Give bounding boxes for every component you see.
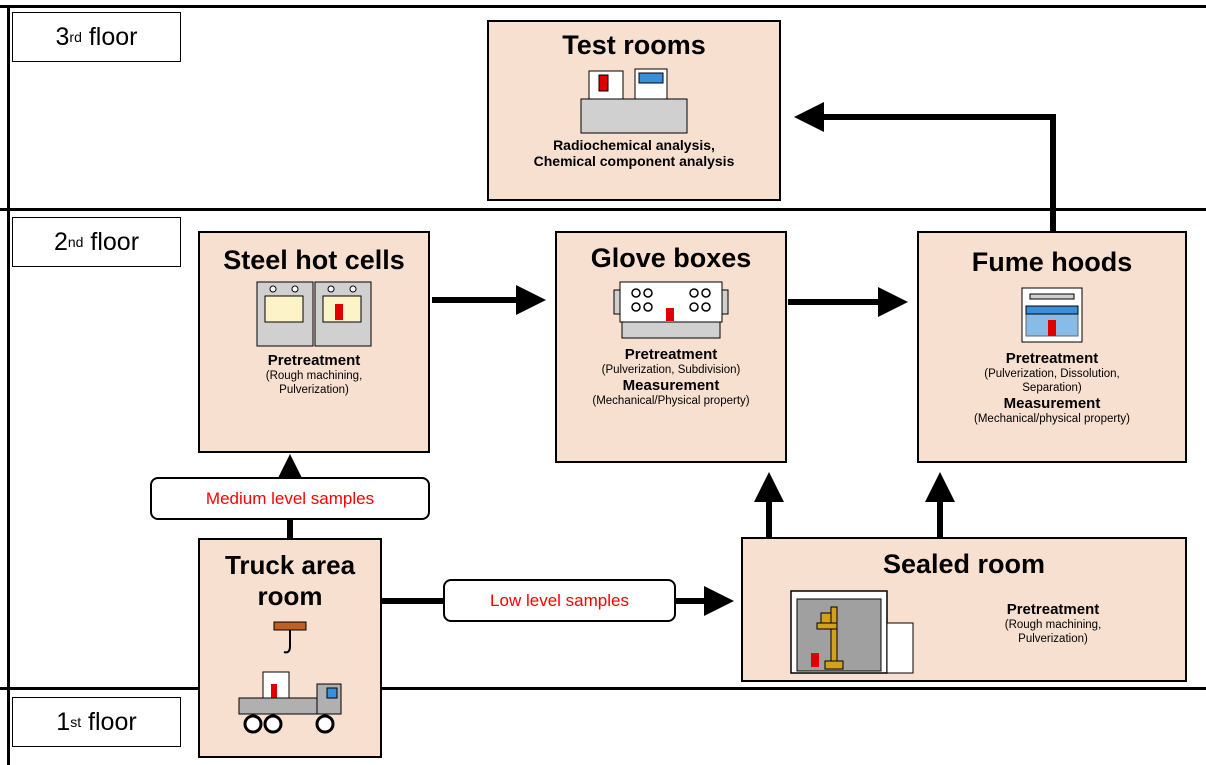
room-test-rooms: Test rooms Radiochemical analysis, Chemi… xyxy=(487,20,781,201)
room-title: Steel hot cells xyxy=(223,245,405,275)
sealed-room-heading: Pretreatment xyxy=(1006,601,1100,618)
room-title: Fume hoods xyxy=(971,247,1133,277)
fume-hoods-detail-2: Separation) xyxy=(1022,382,1082,394)
fume-hoods-heading-1: Pretreatment xyxy=(1005,350,1099,367)
floor-divider-3-2 xyxy=(0,208,1206,211)
test-rooms-line-1: Radiochemical analysis, xyxy=(553,137,715,153)
room-title: Glove boxes xyxy=(590,243,752,273)
lab-analyzer-icon xyxy=(580,68,688,134)
fume-hood-icon xyxy=(1021,287,1083,343)
crane-hook-icon xyxy=(273,621,307,654)
arrow-fumehoods-to-testrooms xyxy=(794,102,1056,232)
glove-boxes-detail-2: (Mechanical/Physical property) xyxy=(592,395,750,407)
low-level-samples-label: Low level samples xyxy=(443,579,676,622)
hot-cells-detail-2: Pulverization) xyxy=(279,384,349,396)
floor-number: 1 xyxy=(56,707,71,736)
floor-word: floor xyxy=(88,707,137,736)
test-rooms-line-2: Chemical component analysis xyxy=(533,153,735,169)
fume-hoods-detail-3: (Mechanical/physical property) xyxy=(974,413,1130,425)
sealed-room-detail-2: Pulverization) xyxy=(1018,633,1088,645)
room-steel-hot-cells: Steel hot cells Pretreatment (Rough mach… xyxy=(198,231,430,453)
hot-cells-detail-1: (Rough machining, xyxy=(265,370,363,382)
fume-hoods-heading-2: Measurement xyxy=(1003,395,1101,412)
room-truck-area: Truck area room xyxy=(198,538,382,758)
floor-word: floor xyxy=(88,22,138,51)
glove-boxes-detail-1: (Pulverization, Subdivision) xyxy=(601,364,741,376)
room-glove-boxes: Glove boxes Pretreatment (Pulverization,… xyxy=(555,231,787,463)
hot-cells-heading: Pretreatment xyxy=(267,352,361,369)
sealed-room-detail-1: (Rough machining, xyxy=(1004,619,1102,631)
medium-level-samples-label: Medium level samples xyxy=(150,477,430,520)
room-fume-hoods: Fume hoods Pretreatment (Pulverization, … xyxy=(917,231,1187,463)
truck-icon xyxy=(238,671,342,734)
floor-suffix: st xyxy=(70,714,82,730)
hot-cell-icon xyxy=(256,281,372,347)
room-sealed-room: Sealed room Pretreatment (Rough machinin… xyxy=(741,537,1187,682)
floor-suffix: rd xyxy=(69,29,82,45)
machining-equipment-icon xyxy=(790,590,914,674)
room-title-line-1: Truck area xyxy=(224,550,356,580)
room-title: Test rooms xyxy=(562,30,706,60)
glove-boxes-heading-1: Pretreatment xyxy=(624,346,718,363)
room-title-line-2: room xyxy=(257,581,323,611)
floor-word: floor xyxy=(90,227,140,256)
floor-divider-top xyxy=(0,5,1206,8)
floor-suffix: nd xyxy=(67,234,84,250)
fume-hoods-detail-1: (Pulverization, Dissolution, xyxy=(984,368,1120,380)
floor-number: 2 xyxy=(53,227,68,256)
floor-number: 3 xyxy=(55,22,70,51)
sealed-room-text: Pretreatment (Rough machining, Pulveriza… xyxy=(953,601,1153,646)
glove-box-icon xyxy=(613,281,729,339)
glove-boxes-heading-2: Measurement xyxy=(622,377,720,394)
floor-divider-2-1 xyxy=(0,687,1206,690)
room-title: Sealed room xyxy=(882,549,1046,579)
left-border xyxy=(7,5,10,765)
